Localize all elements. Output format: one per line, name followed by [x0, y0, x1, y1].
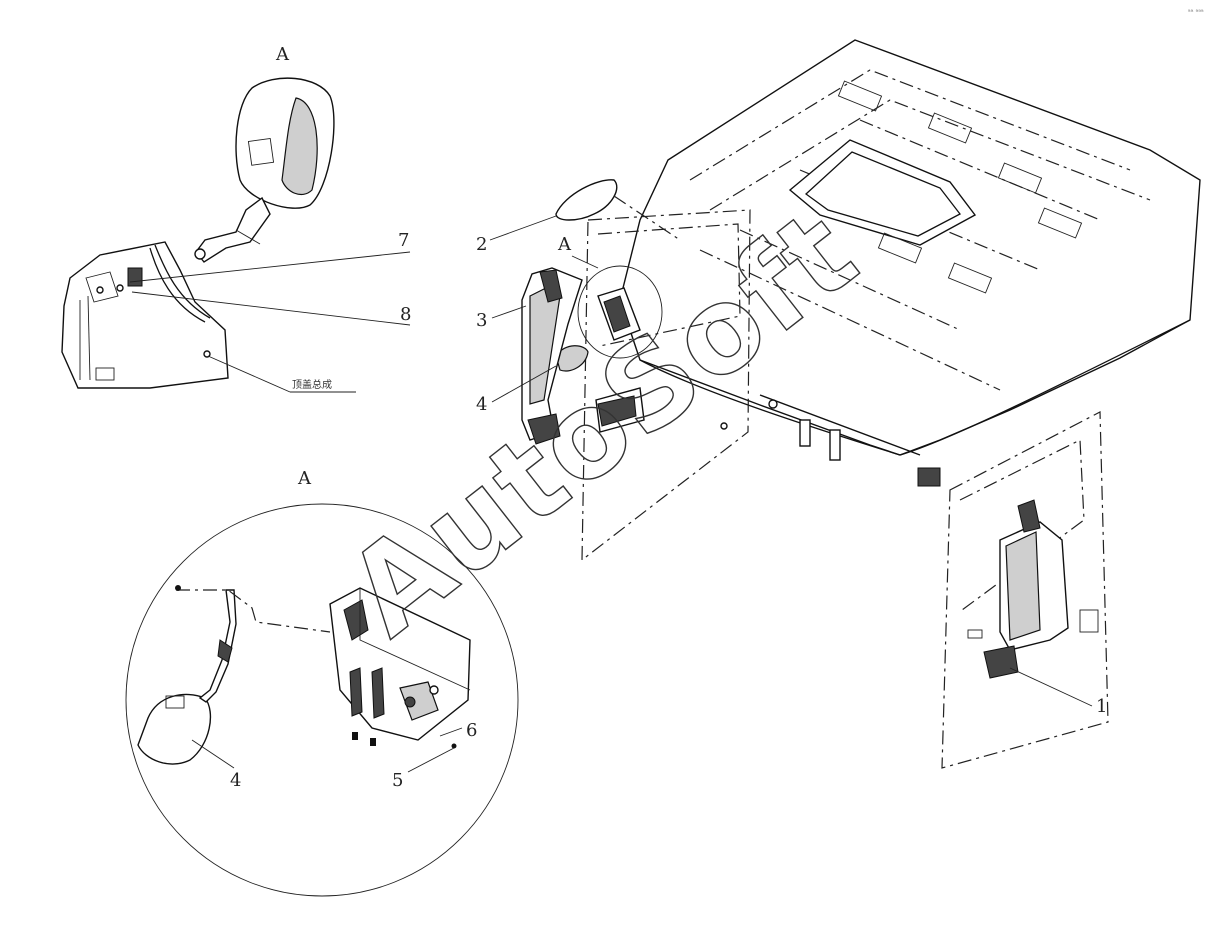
callout-6: 6 — [466, 720, 477, 741]
mirror-arm — [195, 196, 271, 263]
view-a-upper: A 7 8 顶盖总成 — [61, 44, 411, 393]
callout-5: 5 — [392, 770, 403, 791]
detail-a-marker — [577, 265, 663, 359]
callout-8: 8 — [400, 304, 411, 325]
cab-corner — [61, 241, 229, 389]
right-lower-mirror — [983, 645, 1019, 679]
detail-mirror-stalk — [198, 589, 237, 703]
view-a-detail-label: A — [297, 468, 312, 489]
part-note: 顶盖总成 — [292, 378, 332, 391]
callout-4-main: 4 — [476, 394, 487, 415]
detail-mirror-head — [137, 693, 212, 765]
corner-mark: ᵃᵃ ᵃᵃᵃ — [1188, 8, 1204, 16]
mirror-head-back — [281, 97, 318, 195]
detail-circle — [125, 503, 519, 897]
callout-4-detail: 4 — [230, 770, 241, 791]
main-callouts: 2 3 4 1 — [476, 215, 1107, 717]
left-door — [581, 209, 751, 562]
right-door — [941, 411, 1109, 769]
callout-7: 7 — [398, 230, 409, 251]
callout-3: 3 — [476, 310, 487, 331]
small-mirror-4 — [555, 345, 589, 372]
mirror-head — [235, 77, 335, 209]
main-view-a-label: A — [557, 234, 572, 255]
callout-2: 2 — [476, 234, 487, 255]
cab-assembly: A — [521, 39, 1201, 769]
callout-1: 1 — [1096, 696, 1107, 717]
view-a-upper-label: A — [275, 44, 290, 65]
small-mirror-2 — [555, 179, 618, 221]
view-a-detail: A 4 6 5 — [125, 468, 519, 897]
